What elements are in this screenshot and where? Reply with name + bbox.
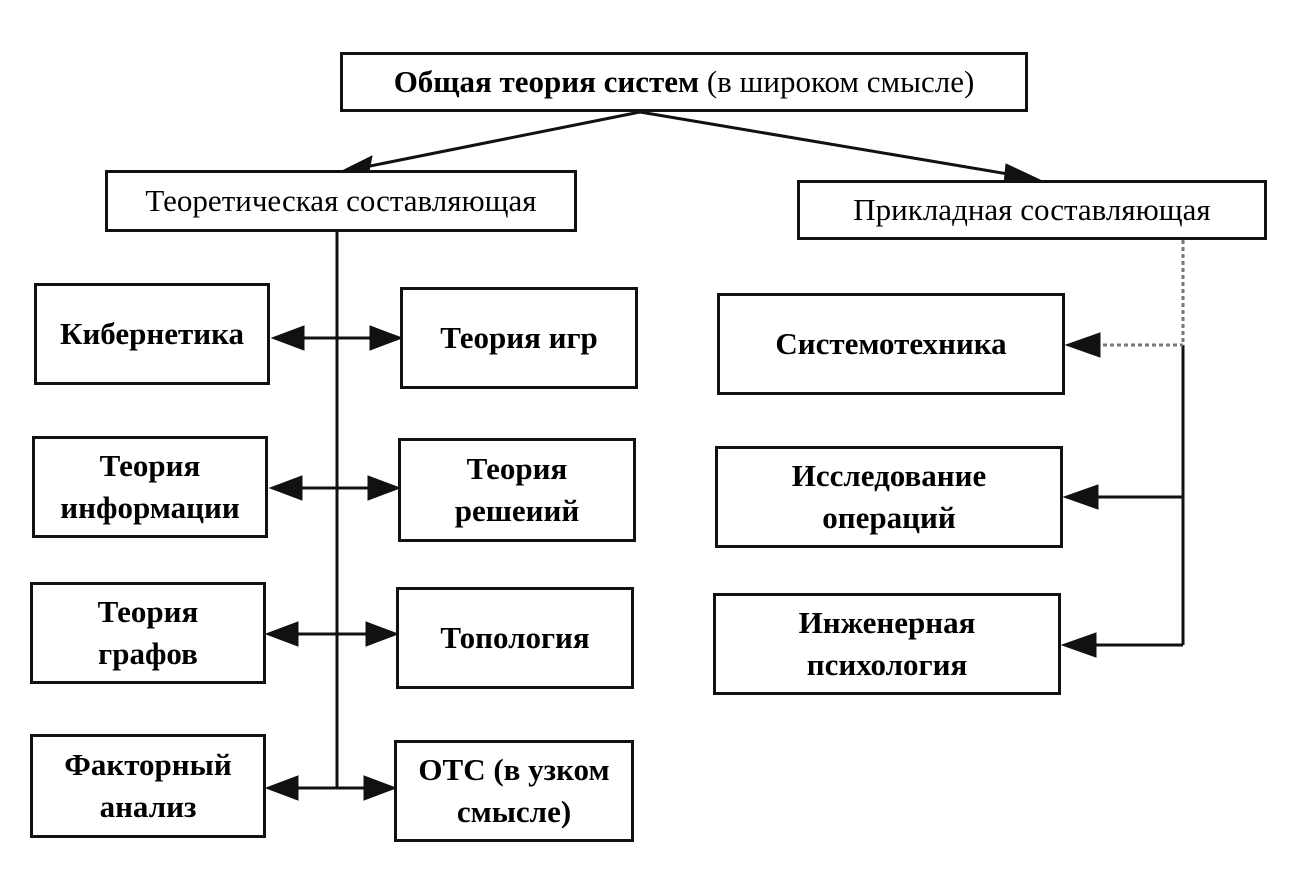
node-topology: Топология [396,587,634,689]
node-factor-analysis: Факторный анализ [30,734,266,838]
node-line: смысле) [456,794,572,829]
root-title-bold: Общая теория систем [393,64,700,100]
node-game-theory: Теория игр [400,287,638,389]
node-line: Теория игр [440,320,598,356]
theoretical-node: Теоретическая составляющая [105,170,577,232]
node-decision-theory: Теория решеиий [398,438,636,542]
node-information-theory: Теория информации [32,436,268,538]
node-line: Факторный [64,747,232,783]
node-line: Инженерная [798,605,976,641]
root-to-theoretical-line [359,110,641,170]
node-line: Системотехника [775,326,1007,362]
node-line: Топология [440,620,590,656]
applied-node: Прикладная составляющая [797,180,1267,240]
node-cybernetics: Кибернетика [34,283,270,385]
node-line: Теория [97,594,199,630]
node-gst-narrow: ОТС (в узком смысле) [394,740,634,842]
node-line: Теория [466,451,568,487]
root-title-rest: (в широком смысле) [706,64,975,100]
theoretical-label: Теоретическая составляющая [145,183,537,219]
node-line: психология [806,647,968,682]
applied-label: Прикладная составляющая [853,192,1211,228]
node-operations-research: Исследование операций [715,446,1063,548]
node-systems-engineering: Системотехника [717,293,1065,395]
root-node: Общая теория систем (в широком смысле) [340,52,1028,112]
node-graph-theory: Теория графов [30,582,266,684]
root-to-applied-line [639,110,1021,178]
node-line: информации [60,490,240,525]
node-line: ОТС (в узком [418,752,610,788]
node-engineering-psychology: Инженерная психология [713,593,1061,695]
node-line: графов [98,636,198,671]
node-line: операций [822,500,956,535]
node-line: Исследование [791,458,987,494]
node-line: анализ [99,789,197,824]
node-line: Теория [99,448,201,484]
node-line: Кибернетика [59,316,245,352]
node-line: решеиий [454,493,580,528]
